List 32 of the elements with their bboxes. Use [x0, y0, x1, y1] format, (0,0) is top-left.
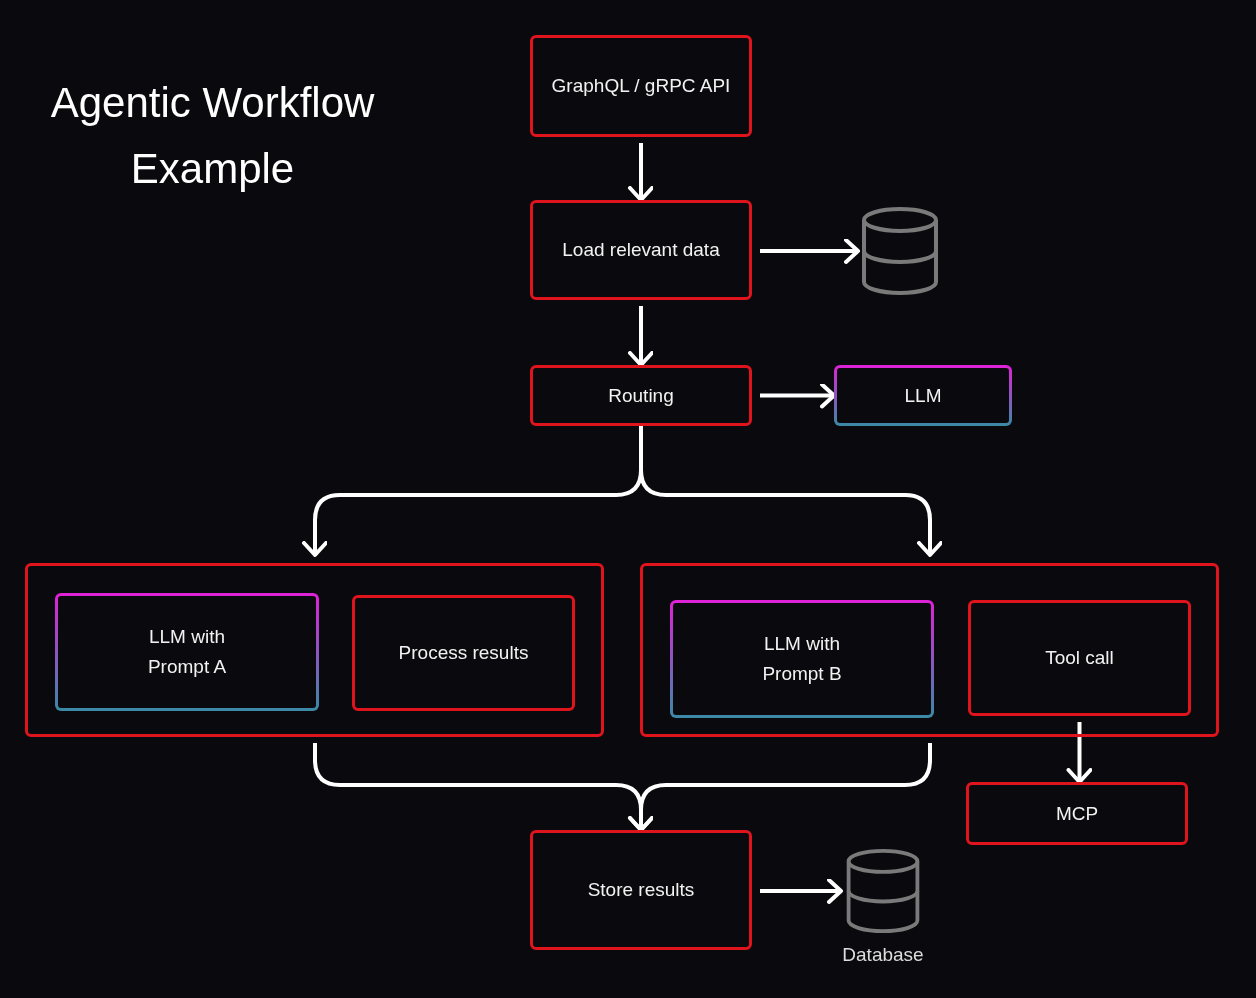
node-label: LLM with Prompt B — [761, 632, 843, 686]
node-label: Load relevant data — [562, 238, 720, 262]
node-label: Tool call — [1045, 646, 1114, 670]
node-label: Process results — [398, 641, 529, 665]
node-label: MCP — [1055, 801, 1099, 826]
group-box — [640, 563, 1219, 737]
arrow — [760, 382, 836, 409]
node-label: Routing — [608, 383, 674, 408]
arrow — [628, 306, 654, 367]
arrow — [628, 143, 654, 202]
arrow — [1066, 722, 1093, 784]
node-label: LLM — [904, 383, 942, 408]
process-box — [530, 365, 752, 426]
process-box — [968, 600, 1191, 716]
process-box — [966, 782, 1188, 845]
node-label: LLM with Prompt A — [146, 625, 228, 679]
arrow — [628, 743, 932, 832]
process-box — [352, 595, 575, 711]
arrow — [760, 238, 860, 264]
group-box — [25, 563, 604, 737]
process-box — [530, 35, 752, 137]
node-caption: Database — [841, 944, 925, 966]
llm-box — [55, 593, 319, 711]
diagram-title: Agentic Workflow Example — [49, 78, 376, 194]
process-box — [530, 200, 752, 300]
arrow — [760, 878, 843, 904]
process-box — [530, 830, 752, 950]
node-label: Store results — [587, 878, 695, 902]
node-label: GraphQL / gRPC API — [551, 74, 731, 98]
llm-box — [670, 600, 934, 718]
arrow — [639, 426, 943, 557]
llm-box — [834, 365, 1012, 426]
